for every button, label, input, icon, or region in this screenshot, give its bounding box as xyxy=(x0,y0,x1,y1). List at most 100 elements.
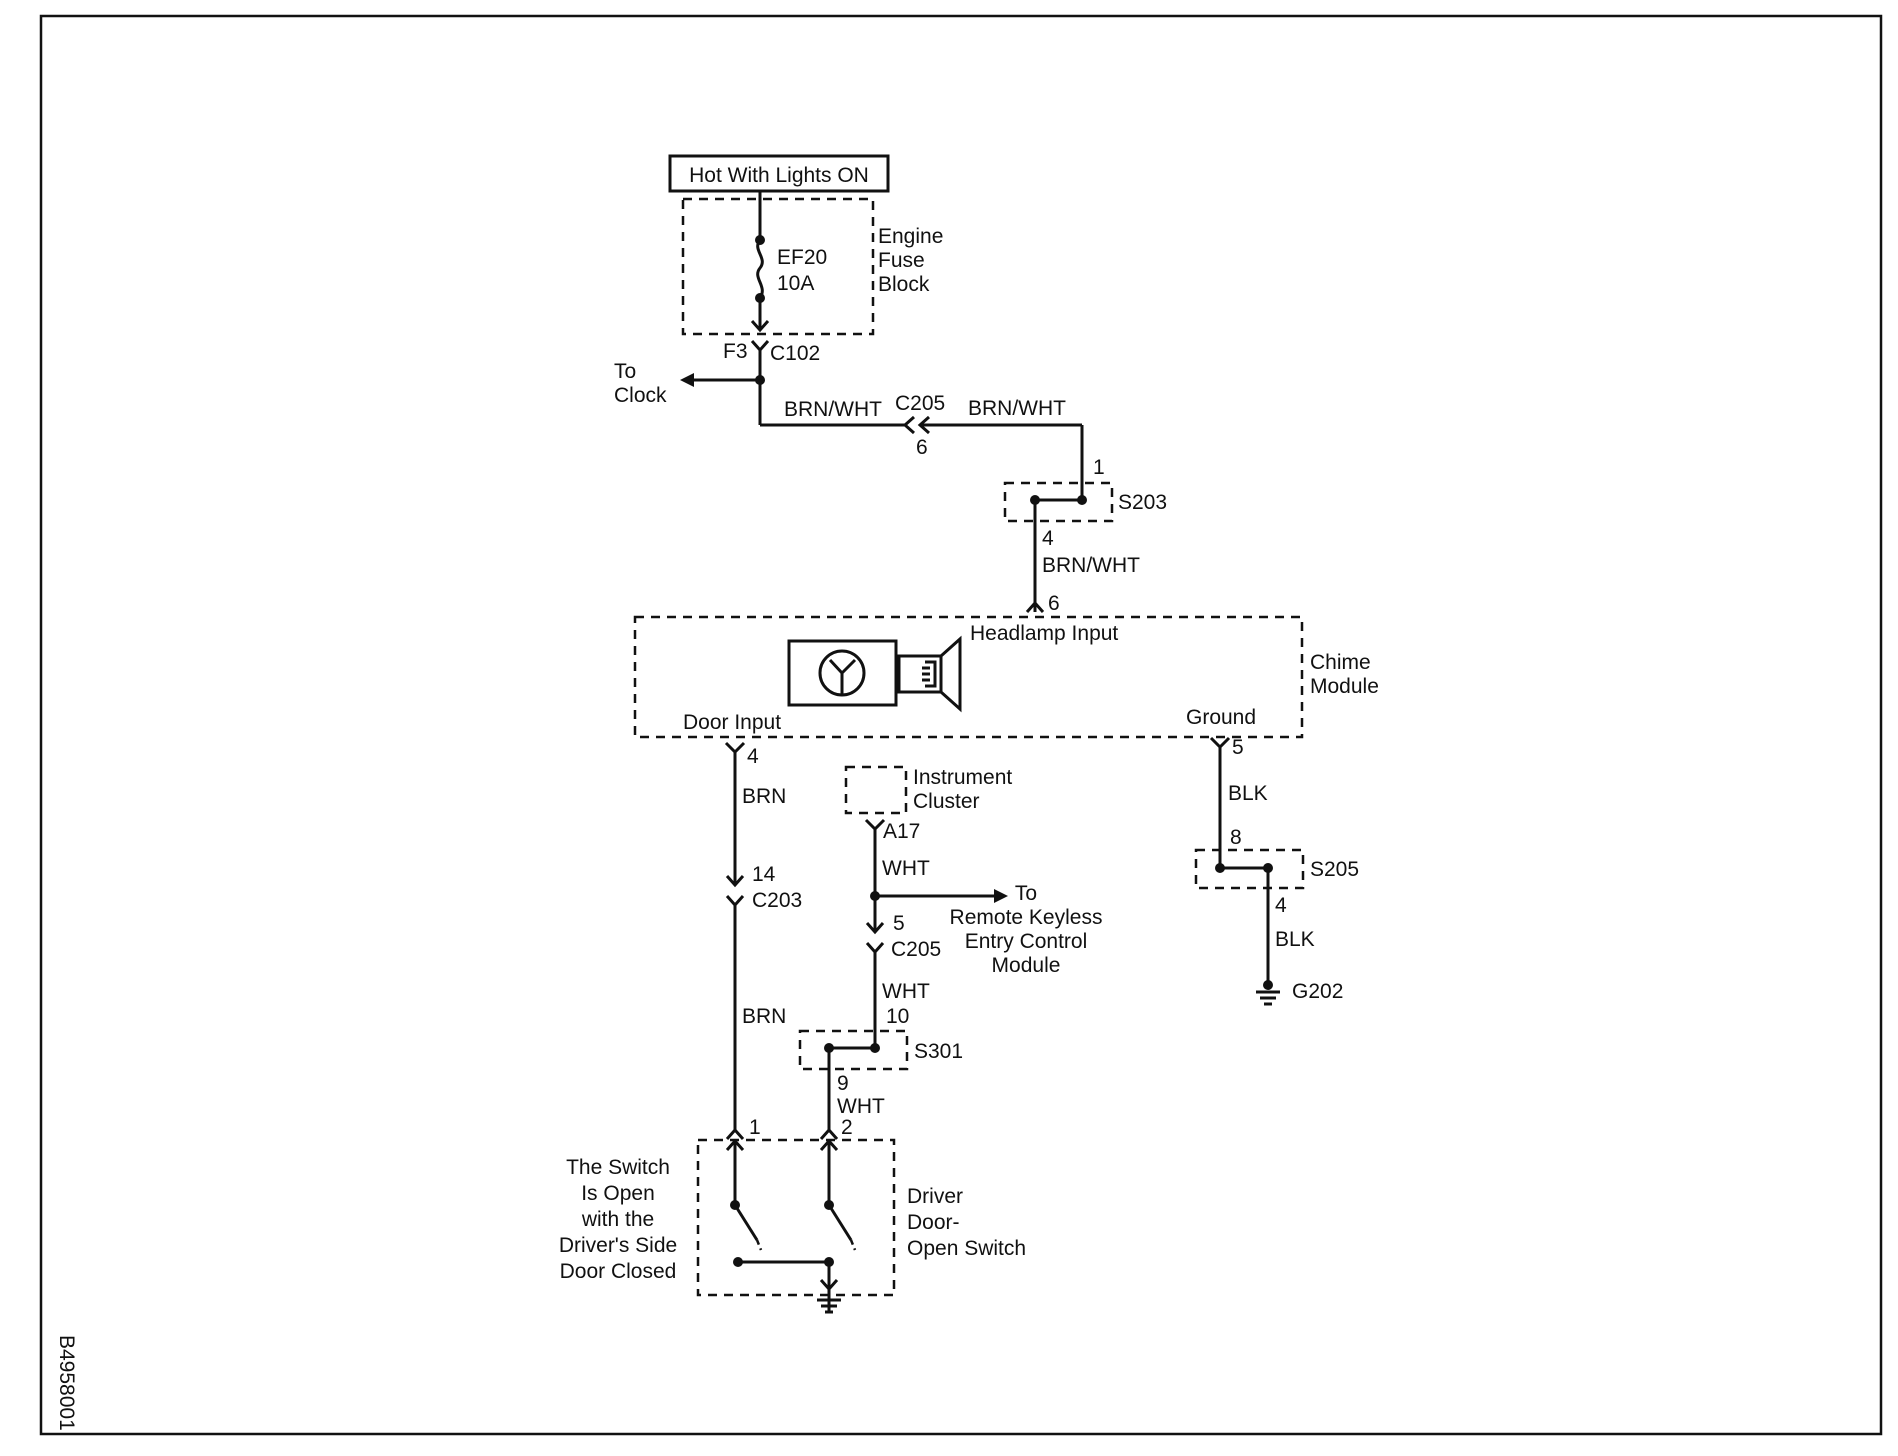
chime-pin-6: 6 xyxy=(1048,592,1060,615)
wire-label-brn-wht-left: BRN/WHT xyxy=(784,398,882,421)
wire-label-wht-c205: WHT xyxy=(882,980,930,1003)
connector-arrow-icon xyxy=(725,875,745,888)
instrument-cluster-label-1: Instrument xyxy=(913,766,1012,789)
wire-label-brn-upper: BRN xyxy=(742,785,786,808)
ground-g202: G202 xyxy=(1292,980,1343,1003)
engine-fuse-block xyxy=(681,197,875,336)
connector-c205-bottom: C205 xyxy=(891,938,941,961)
switch-1-blade-icon xyxy=(733,1204,759,1241)
door-switch-label-2: Door- xyxy=(907,1211,960,1234)
arrow-right-icon xyxy=(994,889,1008,903)
chime-module xyxy=(633,615,1304,739)
ground-label: Ground xyxy=(1186,706,1256,729)
instrument-cluster-label-2: Cluster xyxy=(913,790,980,813)
connector-c203: C203 xyxy=(752,889,802,912)
connector-f3: F3 xyxy=(723,340,748,363)
chime-module-label-1: Chime xyxy=(1310,651,1371,674)
rke-label-1: To xyxy=(1015,882,1037,905)
switch-note-4: Driver's Side xyxy=(559,1234,677,1257)
speaker-cone-icon xyxy=(939,635,962,713)
chime-module-label-2: Module xyxy=(1310,675,1379,698)
fuse-name: EF20 xyxy=(777,246,827,269)
rke-label-3: Entry Control xyxy=(965,930,1088,953)
to-clock-2: Clock xyxy=(614,384,667,407)
connector-fork-icon xyxy=(1209,736,1231,750)
splice-s205 xyxy=(1194,848,1305,890)
connector-fork-icon xyxy=(724,741,746,755)
fuse-block-label-2: Fuse xyxy=(878,249,925,272)
connector-fork-icon xyxy=(1025,600,1045,613)
splice-s205-label: S205 xyxy=(1310,858,1359,881)
switch-1-gap xyxy=(755,1239,763,1251)
headlamp-input-label: Headlamp Input xyxy=(970,622,1118,645)
chime-lamp-filament-icon xyxy=(828,658,857,695)
connector-c205-top-pin: 6 xyxy=(916,436,928,459)
connector-arrow-icon xyxy=(750,320,770,333)
arrow-left-icon xyxy=(680,373,694,387)
door-switch-label-1: Driver xyxy=(907,1185,963,1208)
c205-bot-pin: 5 xyxy=(893,912,905,935)
connector-fork-icon xyxy=(725,1127,745,1140)
splice-s301 xyxy=(798,1029,909,1071)
wire-label-brn-lower: BRN xyxy=(742,1005,786,1028)
wire-label-blk-lower: BLK xyxy=(1275,928,1315,951)
connector-fork-icon xyxy=(865,942,885,955)
switch-pin-1: 1 xyxy=(749,1116,761,1139)
connector-c205-top: C205 xyxy=(895,392,945,415)
power-source-label: Hot With Lights ON xyxy=(689,164,869,187)
s203-pin-out: 4 xyxy=(1042,527,1054,550)
s301-pin-out: 9 xyxy=(837,1072,849,1095)
driver-door-switch-box xyxy=(696,1138,896,1297)
ground-pin: 5 xyxy=(1232,736,1244,759)
power-source-box xyxy=(668,154,890,193)
switch-note-3: with the xyxy=(581,1208,654,1231)
c203-pin: 14 xyxy=(752,863,776,886)
figure-id: B4958001 xyxy=(55,1335,78,1431)
connector-arrow-icon xyxy=(819,1279,839,1292)
splice-s203-label: S203 xyxy=(1118,491,1167,514)
connector-a17: A17 xyxy=(883,820,920,843)
splice-s203 xyxy=(1003,481,1114,523)
rke-label-2: Remote Keyless xyxy=(950,906,1103,929)
wire-label-blk-upper: BLK xyxy=(1228,782,1268,805)
speaker-coil-icon xyxy=(897,654,943,694)
door-switch-label-3: Open Switch xyxy=(907,1237,1026,1260)
wire-label-wht-s301: WHT xyxy=(837,1095,885,1118)
switch-2-gap xyxy=(849,1239,857,1251)
connector-fork-icon xyxy=(864,818,886,832)
fuse-block-label-3: Block xyxy=(878,273,930,296)
connector-fork-icon xyxy=(819,1127,839,1140)
ground-symbol-icon xyxy=(817,1298,841,1314)
page-frame xyxy=(39,14,1883,1436)
connector-fork-icon xyxy=(750,340,770,353)
to-clock-1: To xyxy=(614,360,636,383)
speaker-coil-winding-icon xyxy=(922,660,937,688)
s203-pin-in: 1 xyxy=(1093,456,1105,479)
wire-label-brn-wht-right: BRN/WHT xyxy=(968,397,1066,420)
fuse-rating: 10A xyxy=(777,272,814,295)
splice-s301-label: S301 xyxy=(914,1040,963,1063)
switch-pin-2: 2 xyxy=(841,1116,853,1139)
switch-note-5: Door Closed xyxy=(560,1260,677,1283)
s205-pin-out: 4 xyxy=(1275,894,1287,917)
connector-fork-icon xyxy=(725,895,745,908)
door-input-label: Door Input xyxy=(683,711,781,734)
s301-pin-in: 10 xyxy=(886,1005,909,1028)
ground-symbol-icon xyxy=(1256,990,1280,1006)
wire-label-wht-a17: WHT xyxy=(882,857,930,880)
connector-c102: C102 xyxy=(770,342,820,365)
switch-note-2: Is Open xyxy=(581,1182,655,1205)
rke-label-4: Module xyxy=(992,954,1061,977)
fuse-icon xyxy=(756,239,764,299)
splice-dot xyxy=(1263,980,1273,990)
switch-note-1: The Switch xyxy=(566,1156,670,1179)
s205-pin-in: 8 xyxy=(1230,826,1242,849)
door-pin: 4 xyxy=(747,745,759,768)
fuse-block-label-1: Engine xyxy=(878,225,943,248)
connector-arrow-icon xyxy=(865,922,885,935)
connector-arrow-icon xyxy=(902,415,915,435)
instrument-cluster xyxy=(844,765,908,815)
switch-2-blade-icon xyxy=(827,1204,853,1241)
wire-label-brn-wht-down: BRN/WHT xyxy=(1042,554,1140,577)
